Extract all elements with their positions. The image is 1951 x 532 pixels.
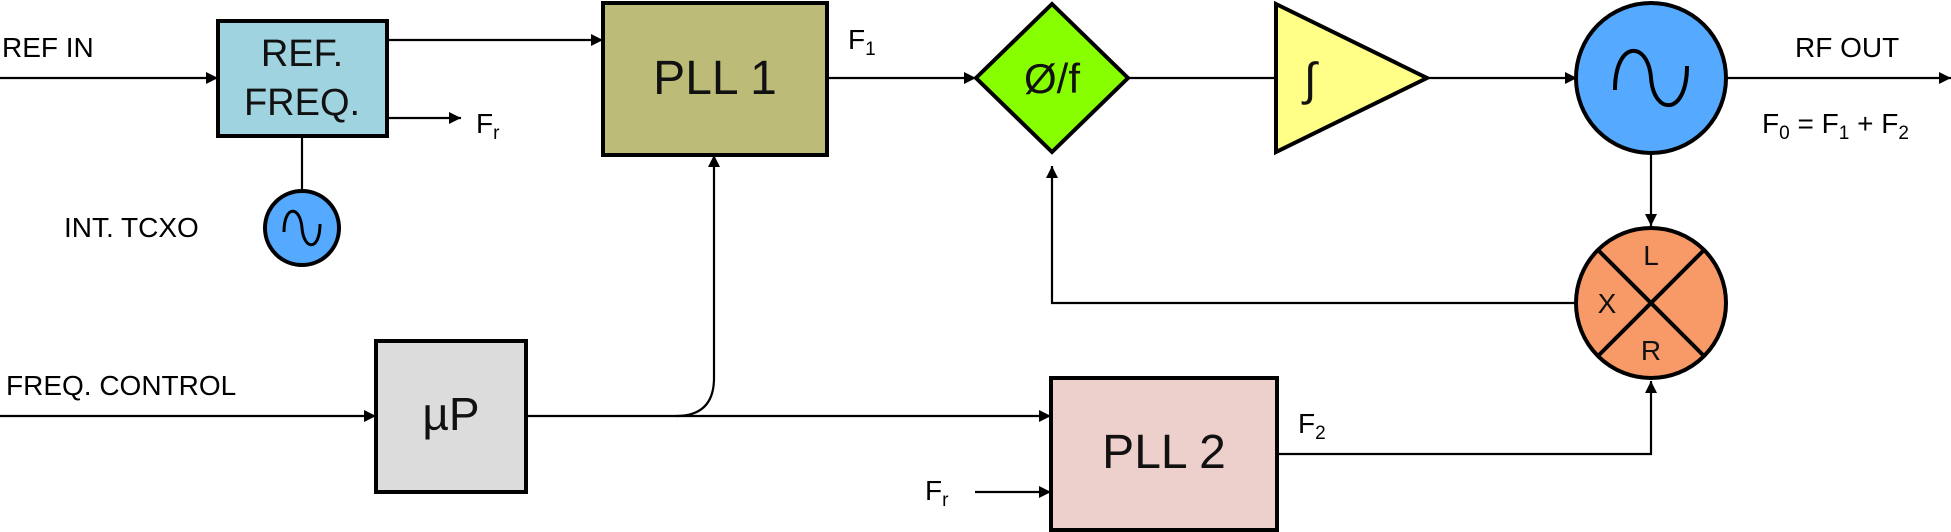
wire-feedback	[1046, 166, 1575, 305]
pll2-block: PLL 2	[1049, 376, 1279, 532]
integral-icon: ∫	[1301, 53, 1319, 105]
microprocessor-label: µP	[422, 388, 479, 440]
phase-detector-block: Ø/f	[973, 1, 1131, 155]
wire-up-to-pll1	[675, 155, 720, 418]
pll1-block: PLL 1	[601, 1, 829, 157]
mixer-x-label: X	[1598, 288, 1617, 319]
mixer-r-label: R	[1641, 335, 1661, 366]
f1-label: F1	[848, 24, 876, 60]
ref-freq-box	[216, 19, 389, 138]
phase-detector-label: Ø/f	[1024, 55, 1080, 102]
rf-out-label: RF OUT	[1795, 32, 1899, 63]
integrator-triangle	[1274, 0, 1432, 156]
sine-icon	[1613, 49, 1689, 107]
pll2-box	[1049, 376, 1279, 532]
tcxo-oscillator	[263, 189, 341, 267]
mixer-cross-2	[1596, 248, 1706, 358]
ref-freq-label-1: REF.	[261, 33, 343, 75]
sine-icon	[282, 209, 322, 247]
pll1-box	[601, 1, 829, 157]
microprocessor-block: µP	[374, 339, 528, 494]
integrator-block: ∫	[1274, 0, 1432, 156]
mixer-l-label: L	[1643, 240, 1659, 271]
ref-freq-label-2: FREQ.	[244, 82, 360, 124]
pll2-label: PLL 2	[1102, 426, 1226, 479]
vco-block	[1574, 1, 1728, 155]
ref-in-label: REF IN	[2, 32, 94, 63]
fr-out-label: Fr	[476, 108, 500, 144]
pll1-label: PLL 1	[653, 52, 777, 105]
microprocessor-box	[374, 339, 528, 494]
int-tcxo-label: INT. TCXO	[64, 212, 199, 243]
output-equation: F0 = F1 + F2	[1762, 108, 1909, 144]
fr-in-label: Fr	[925, 475, 949, 511]
f2-label: F2	[1298, 408, 1326, 444]
ref-freq-block: REF. FREQ.	[216, 19, 389, 138]
wire-pll2-to-mixer	[1277, 381, 1657, 456]
mixer-block: L X R	[1574, 226, 1728, 380]
phase-detector-diamond	[973, 1, 1131, 155]
freq-control-label: FREQ. CONTROL	[6, 370, 236, 401]
